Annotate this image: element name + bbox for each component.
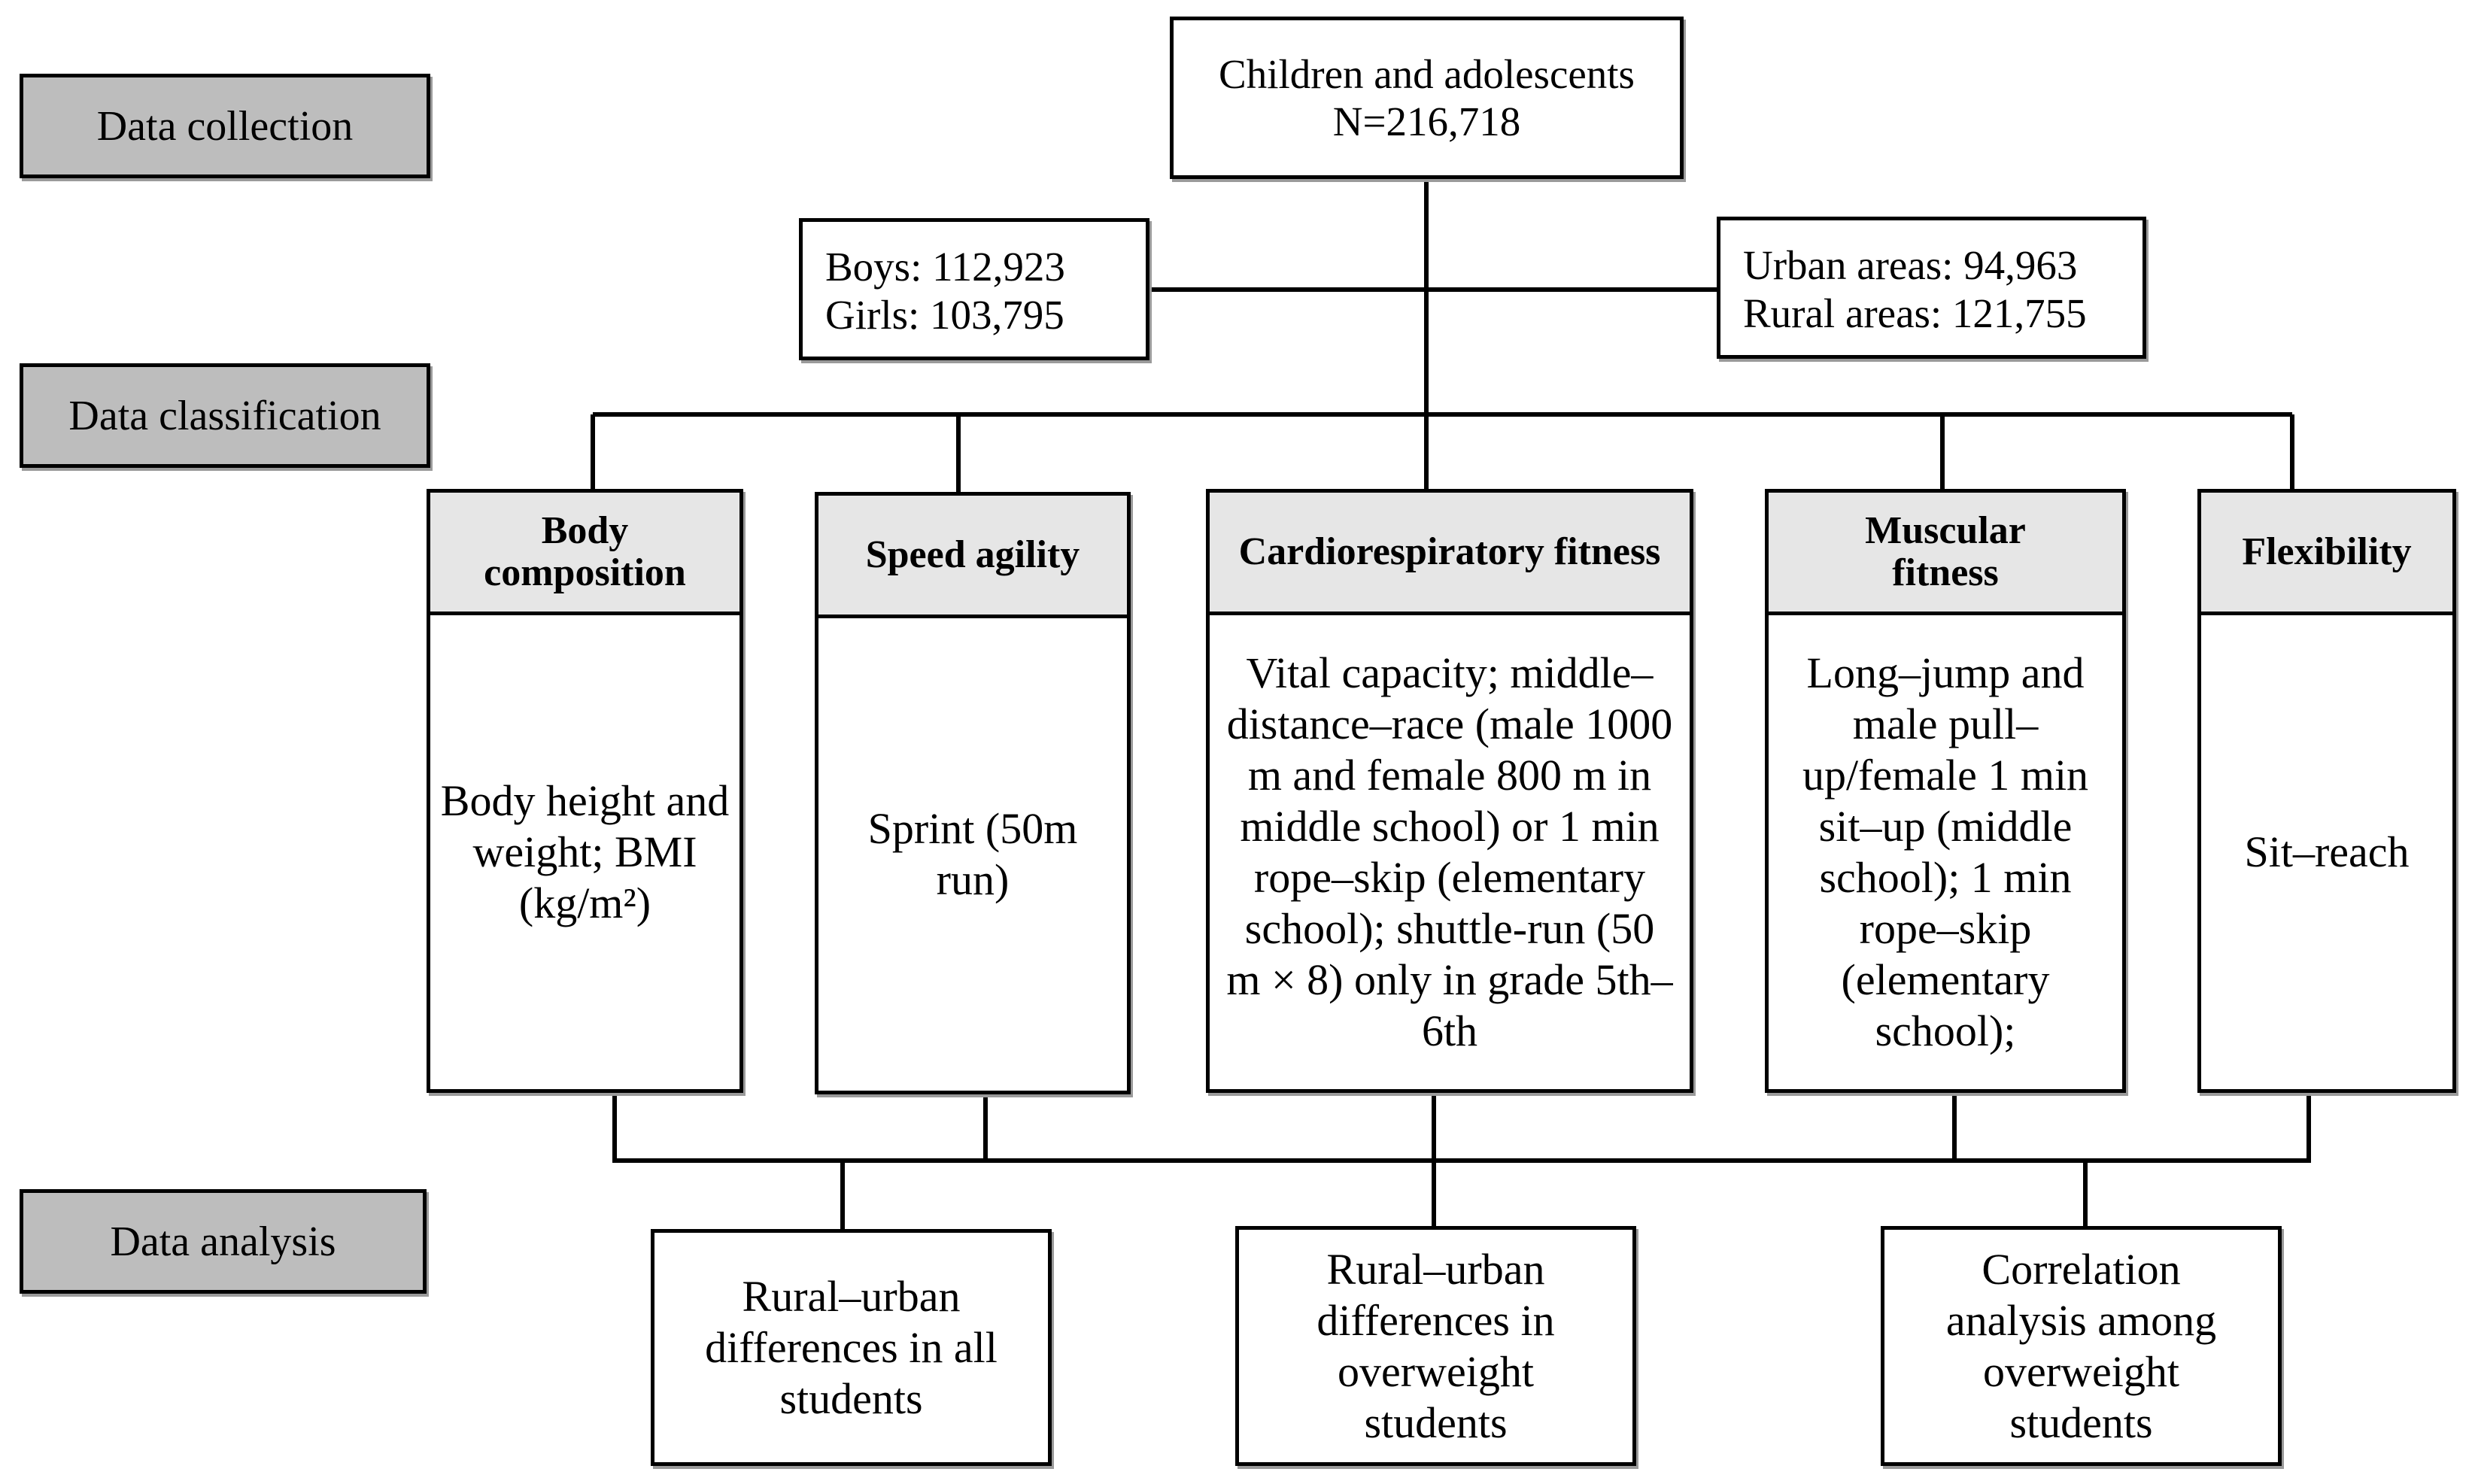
outcome-text: Rural–urban differences in all students — [705, 1271, 998, 1423]
category-flexibility: Flexibility Sit–reach — [2197, 489, 2456, 1093]
category-title: Speed agility — [818, 496, 1127, 618]
stage-label-text: Data classification — [68, 392, 381, 439]
category-title: Body composition — [430, 493, 739, 615]
area-split-box: Urban areas: 94,963 Rural areas: 121,755 — [1717, 217, 2146, 359]
stage-label-text: Data analysis — [110, 1218, 336, 1265]
stage-label-data-collection: Data collection — [20, 74, 430, 178]
outcome-text: Rural–urban differences in overweight st… — [1316, 1244, 1555, 1447]
urban-count: Urban areas: 94,963 — [1743, 242, 2078, 288]
category-measures: Sit–reach — [2201, 615, 2452, 1089]
population-count: N=216,718 — [1332, 99, 1521, 144]
category-cardiorespiratory-fitness: Cardiorespiratory fitness Vital capacity… — [1206, 489, 1693, 1093]
category-measures-text: Vital capacity; middle–distance–race (ma… — [1226, 648, 1673, 1055]
sex-split-box: Boys: 112,923 Girls: 103,795 — [799, 218, 1149, 360]
category-measures: Long–jump and male pull–up/female 1 min … — [1769, 615, 2122, 1089]
rural-count: Rural areas: 121,755 — [1743, 290, 2087, 336]
category-title: Flexibility — [2201, 493, 2452, 615]
stage-label-data-classification: Data classification — [20, 363, 430, 468]
category-speed-agility: Speed agility Sprint (50m run) — [815, 492, 1131, 1094]
category-measures: Sprint (50m run) — [818, 618, 1127, 1091]
category-measures-text: Sprint (50m run) — [867, 804, 1078, 904]
outcome-correlation-overweight: Correlation analysis among overweight st… — [1881, 1226, 2282, 1466]
category-measures: Vital capacity; middle–distance–race (ma… — [1210, 615, 1690, 1089]
category-measures-text: Long–jump and male pull–up/female 1 min … — [1802, 648, 2089, 1055]
category-title: Cardiorespiratory fitness — [1210, 493, 1690, 615]
category-body-composition: Body composition Body height and weight;… — [427, 489, 743, 1093]
category-measures-text: Sit–reach — [2244, 827, 2410, 876]
boys-count: Boys: 112,923 — [825, 244, 1065, 290]
outcome-text: Correlation analysis among overweight st… — [1945, 1244, 2217, 1447]
category-measures: Body height and weight; BMI (kg/m²) — [430, 615, 739, 1089]
outcome-rural-urban-all: Rural–urban differences in all students — [651, 1229, 1052, 1466]
category-measures-text: Body height and weight; BMI (kg/m²) — [440, 776, 730, 927]
girls-count: Girls: 103,795 — [825, 292, 1064, 338]
population-label: Children and adolescents — [1219, 51, 1635, 97]
stage-label-text: Data collection — [96, 102, 354, 150]
population-box: Children and adolescents N=216,718 — [1170, 17, 1684, 179]
outcome-rural-urban-overweight: Rural–urban differences in overweight st… — [1235, 1226, 1636, 1466]
stage-label-data-analysis: Data analysis — [20, 1189, 427, 1294]
category-muscular-fitness: Muscular fitness Long–jump and male pull… — [1765, 489, 2126, 1093]
category-title: Muscular fitness — [1769, 493, 2122, 615]
